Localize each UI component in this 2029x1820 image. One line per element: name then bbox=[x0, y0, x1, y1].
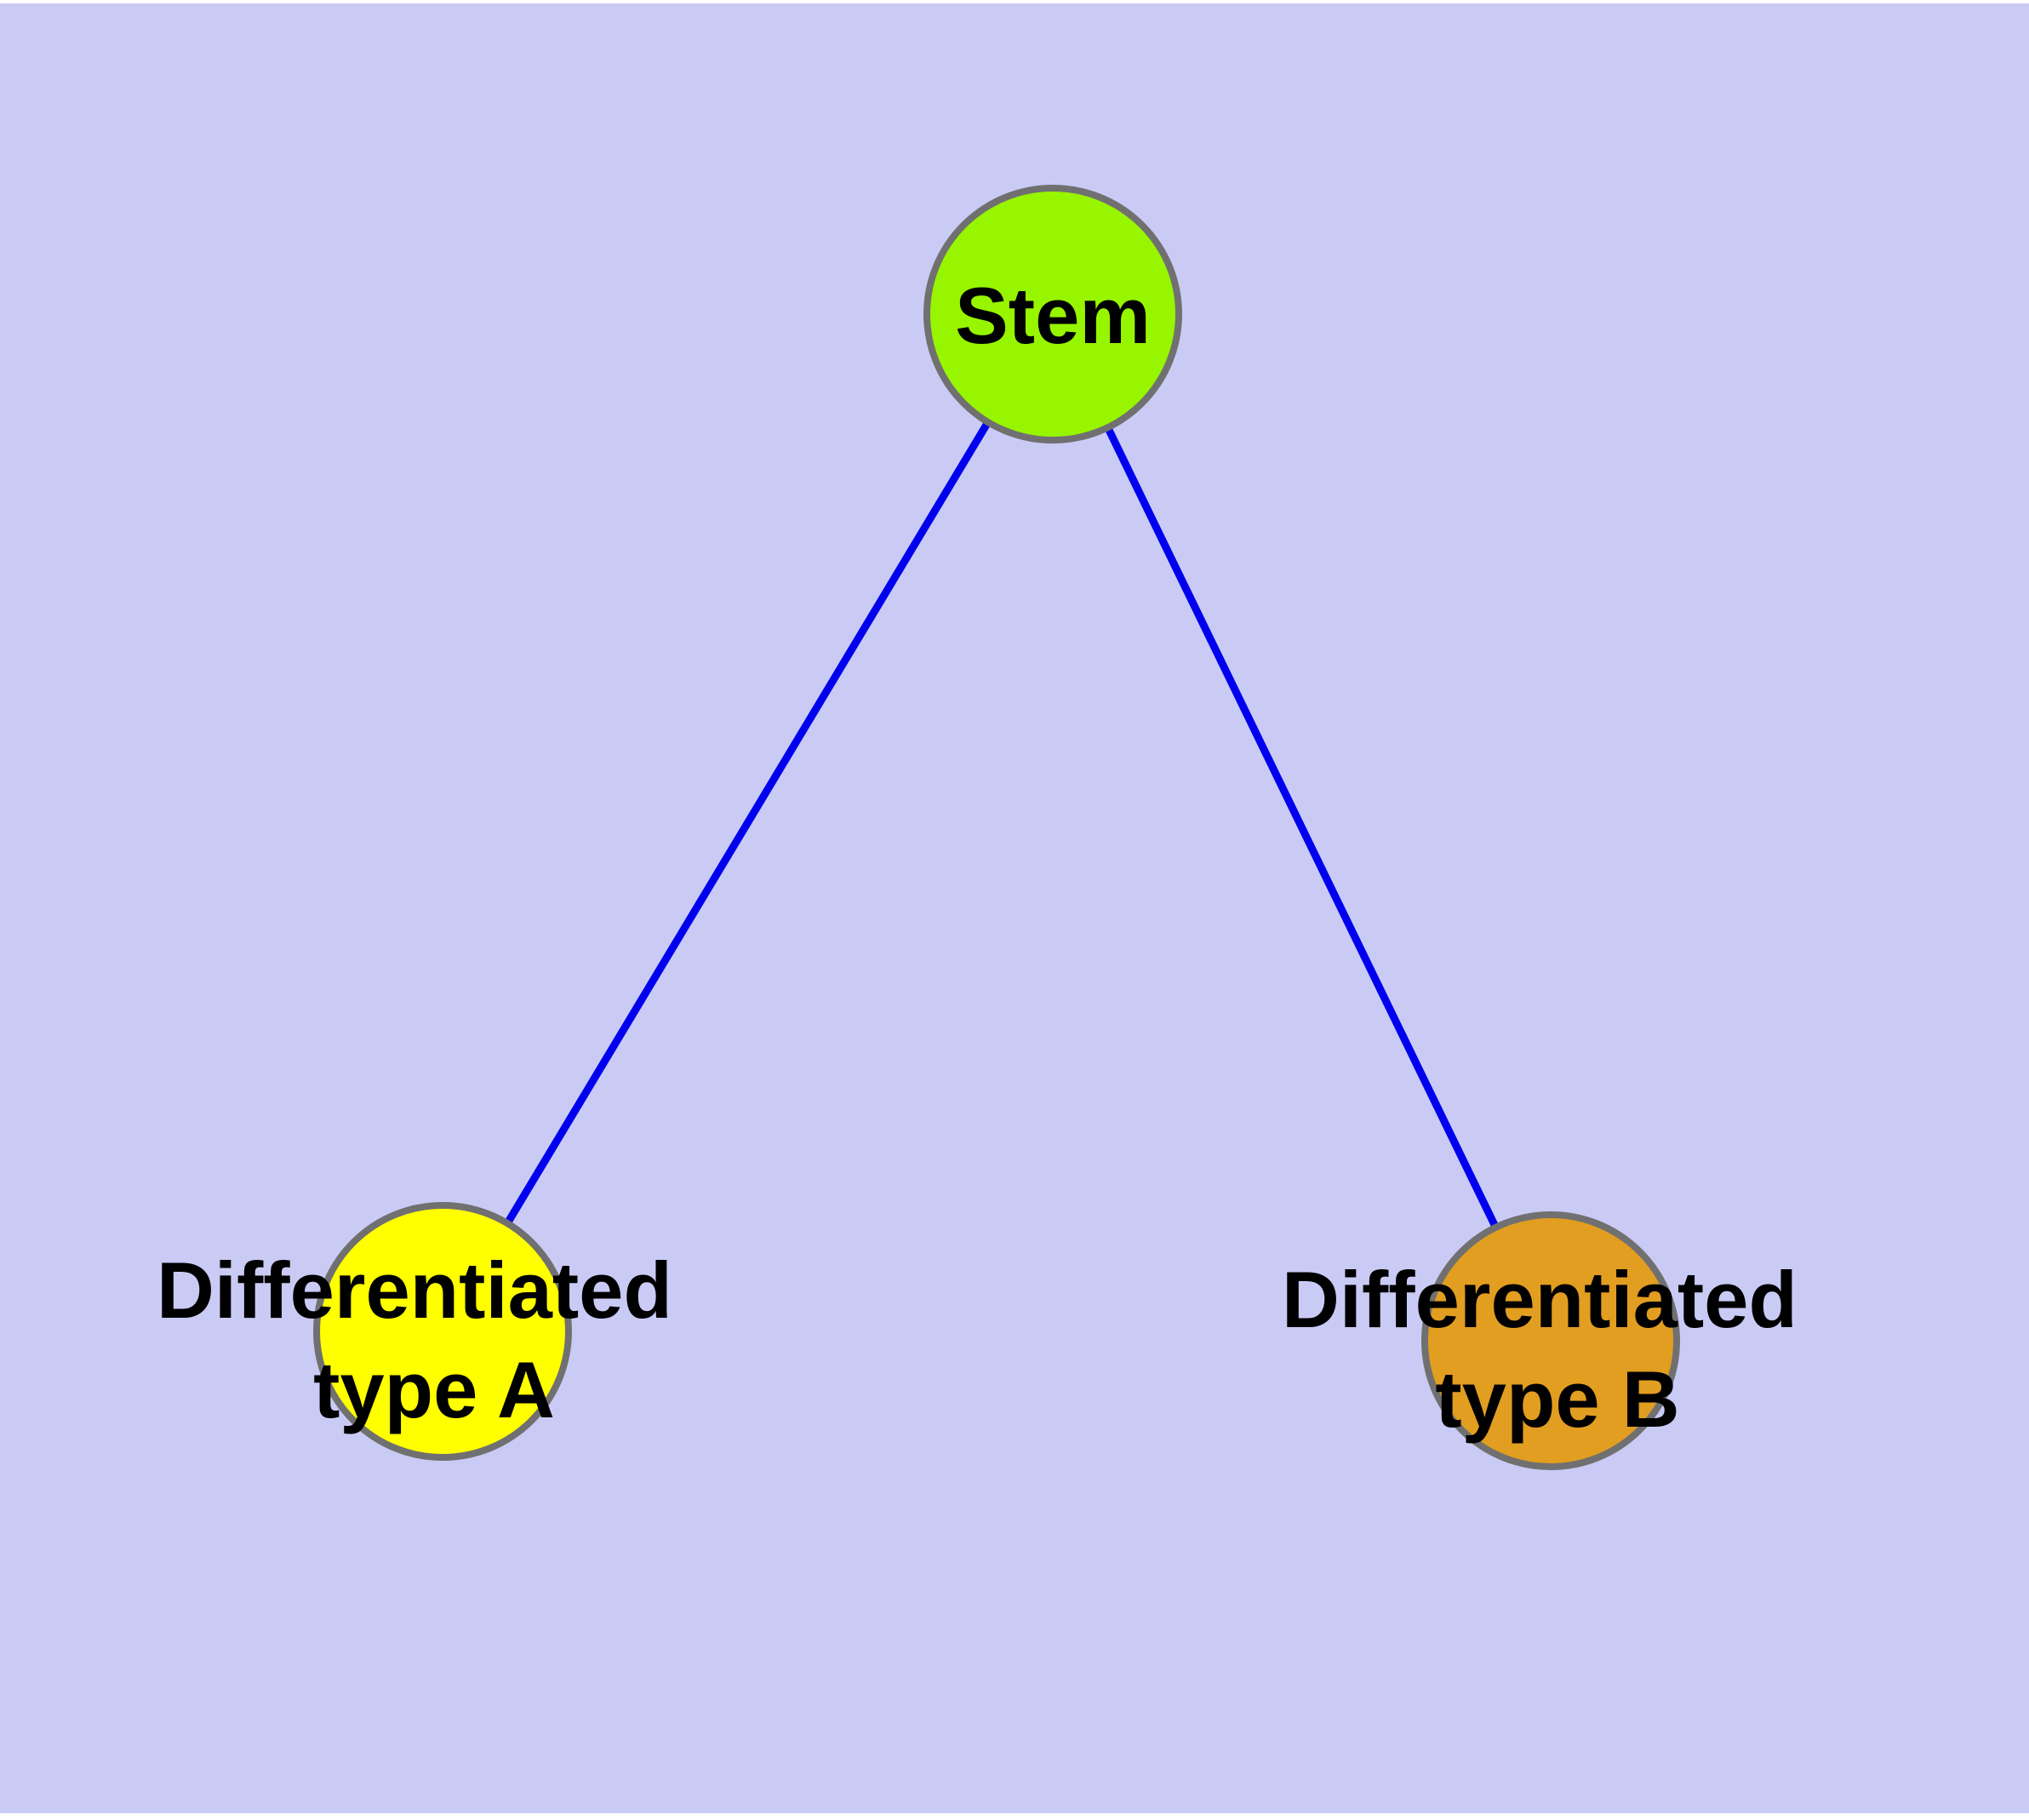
type-a-label: Differentiated type A bbox=[157, 1245, 694, 1434]
edge-stem-to-type-b bbox=[1049, 312, 1555, 1342]
edge-stem-to-type-a bbox=[439, 312, 1056, 1334]
type-a-circle[interactable] bbox=[313, 1202, 572, 1461]
type-a-label-line-1: Differentiated bbox=[157, 1245, 672, 1335]
node-type-a[interactable]: Differentiated type A bbox=[157, 1202, 694, 1461]
type-b-label-line-1: Differentiated bbox=[1282, 1255, 1798, 1344]
stem-label: Stem bbox=[955, 271, 1151, 360]
type-a-label-line-2: type A bbox=[313, 1345, 555, 1434]
stem-circle[interactable] bbox=[923, 185, 1182, 444]
type-b-label: Differentiated type B bbox=[1282, 1255, 1820, 1444]
type-b-circle[interactable] bbox=[1421, 1211, 1680, 1470]
node-stem[interactable]: Stem bbox=[923, 185, 1182, 444]
node-type-b[interactable]: Differentiated type B bbox=[1282, 1211, 1820, 1470]
type-b-label-line-2: type B bbox=[1435, 1354, 1679, 1444]
